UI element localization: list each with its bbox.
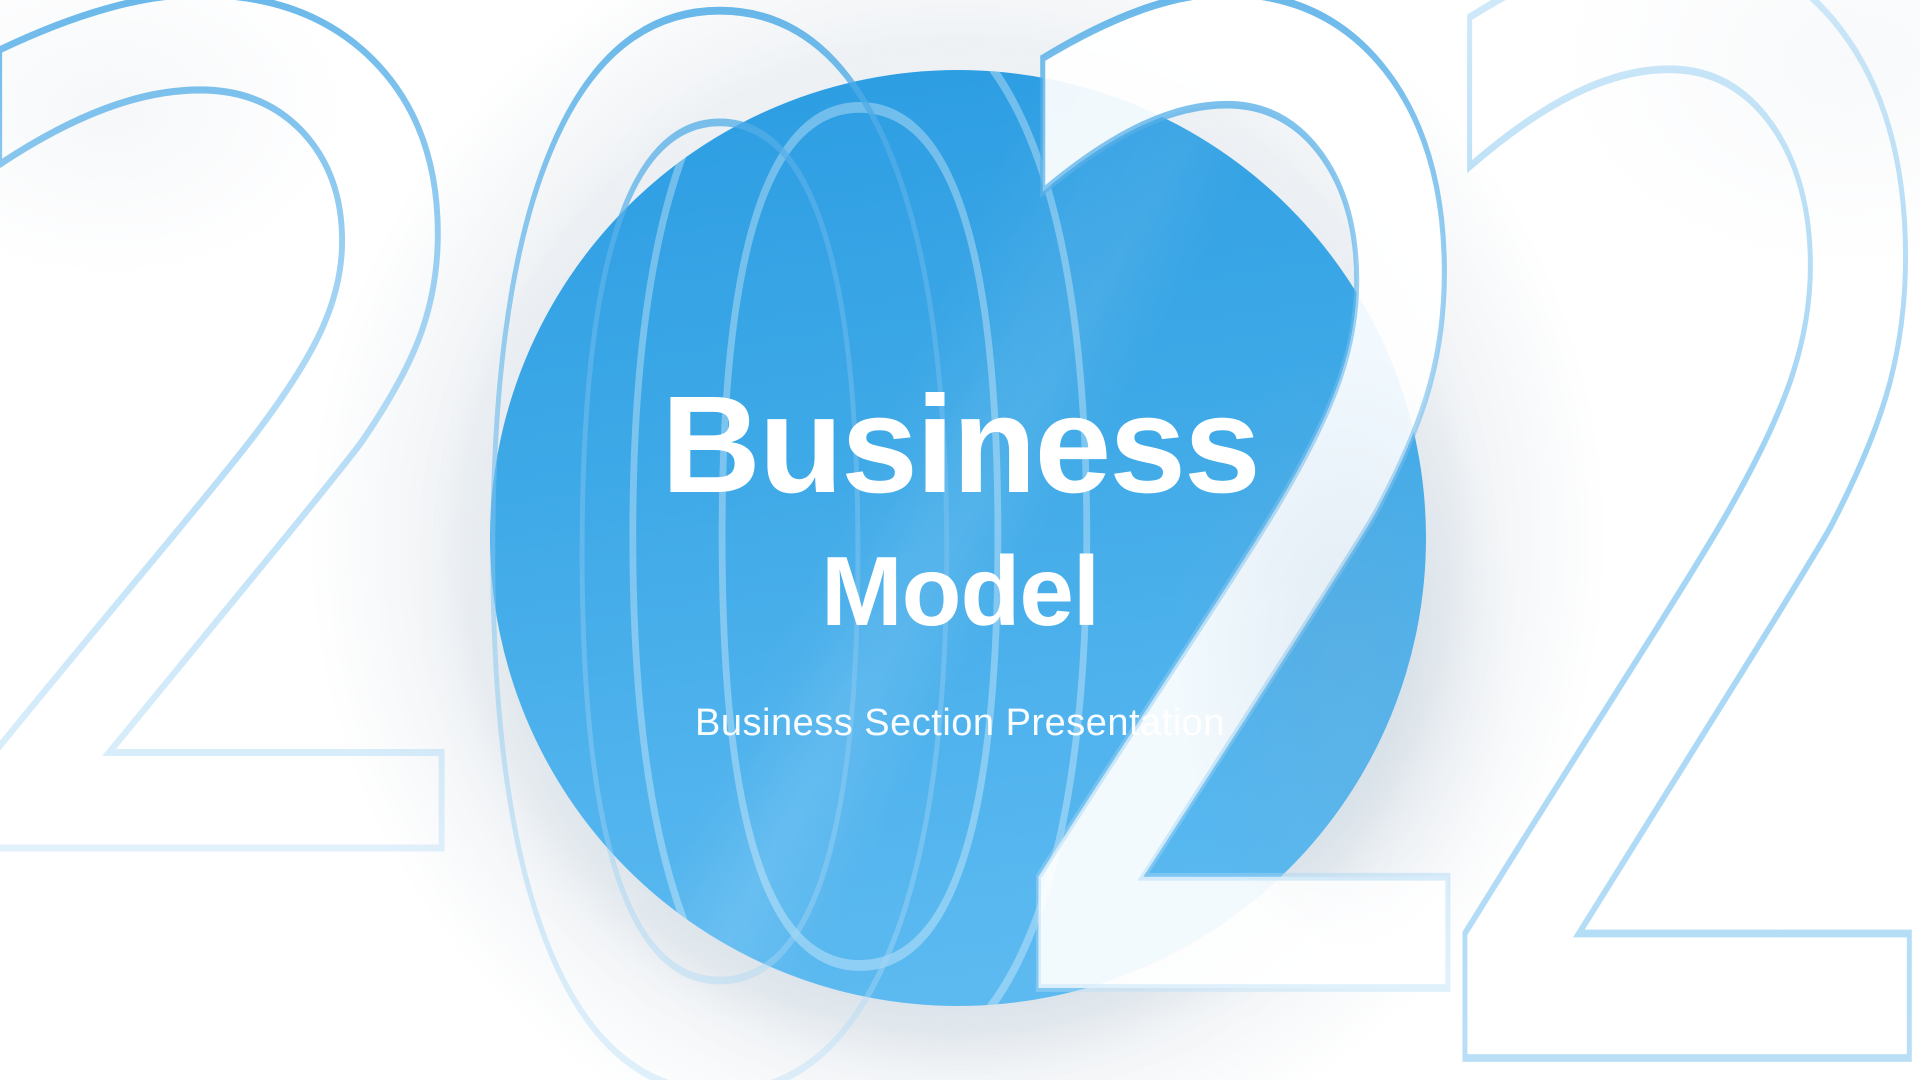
- slide-subtitle: Business Section Presentation: [695, 702, 1225, 744]
- slide-title-line2: Model: [820, 536, 1100, 646]
- title-block: Business Model Business Section Presenta…: [0, 376, 1920, 742]
- slide-title-line1: Business: [661, 368, 1261, 522]
- hero-circle: [490, 70, 1426, 1006]
